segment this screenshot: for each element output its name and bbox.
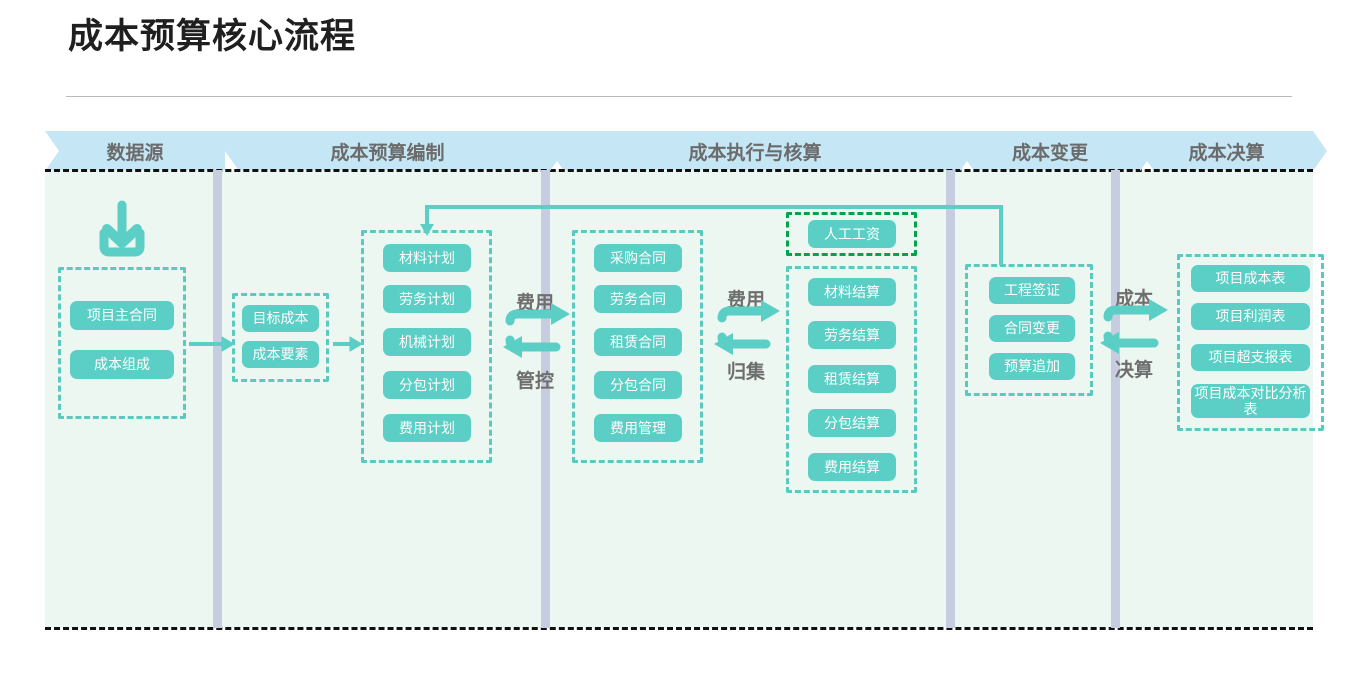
lane-top-rule [45, 169, 1313, 172]
lane-label: 成本变更 [1011, 142, 1088, 164]
cycle-label-cost: 成本 [1114, 289, 1153, 310]
pill-target-cost[interactable]: 目标成本 [242, 305, 319, 332]
group-reports [1177, 254, 1324, 431]
pill-material-plan[interactable]: 材料计划 [383, 244, 471, 272]
pill-cost-composition[interactable]: 成本组成 [70, 350, 174, 379]
pill-labor-contract[interactable]: 劳务合同 [594, 285, 682, 313]
page-title: 成本预算核心流程 [68, 17, 357, 56]
pill-budget-addition[interactable]: 预算追加 [989, 353, 1075, 380]
pill-material-settlement[interactable]: 材料结算 [808, 278, 896, 306]
pill-labor-settlement[interactable]: 劳务结算 [808, 321, 896, 349]
pill-lease-contract[interactable]: 租赁合同 [594, 328, 682, 356]
pill-expense-management[interactable]: 费用管理 [594, 414, 682, 442]
lane-label: 成本决算 [1188, 142, 1265, 164]
pill-project-overspend-report[interactable]: 项目超支报表 [1191, 344, 1310, 371]
group-changes [965, 264, 1093, 396]
title-divider [66, 96, 1292, 97]
pill-engineering-visa[interactable]: 工程签证 [989, 277, 1075, 304]
pill-cost-element[interactable]: 成本要素 [242, 341, 319, 368]
pill-subcontract-plan[interactable]: 分包计划 [383, 371, 471, 399]
pill-expense-plan[interactable]: 费用计划 [383, 414, 471, 442]
pill-subcontract-contract[interactable]: 分包合同 [594, 371, 682, 399]
pill-lease-settlement[interactable]: 租赁结算 [808, 365, 896, 393]
lane-header-data-source[interactable]: 数据源 [45, 131, 225, 171]
lane-divider-4 [1111, 170, 1120, 628]
cycle-label-collect: 归集 [726, 362, 765, 383]
lane-label: 成本执行与核算 [688, 142, 822, 164]
pill-contract-change[interactable]: 合同变更 [989, 315, 1075, 342]
group-data-source [58, 267, 186, 419]
lane-header-band: 数据源 成本预算编制 成本执行与核算 成本变更 成本决算 [45, 131, 1313, 171]
lane-header-budget[interactable]: 成本预算编制 [225, 131, 550, 171]
pill-purchase-contract[interactable]: 采购合同 [594, 244, 682, 272]
pill-project-profit-report[interactable]: 项目利润表 [1191, 303, 1310, 330]
lane-divider-1 [213, 170, 222, 628]
cycle-label-fee-2: 费用 [726, 290, 765, 311]
lane-header-execution[interactable]: 成本执行与核算 [550, 131, 960, 171]
group-settlements [786, 266, 917, 493]
lane-header-change[interactable]: 成本变更 [960, 131, 1140, 171]
pill-expense-settlement[interactable]: 费用结算 [808, 453, 896, 481]
cycle-label-fee-1: 费用 [515, 293, 554, 314]
pill-labor-wage[interactable]: 人工工资 [808, 220, 896, 248]
pill-project-cost-report[interactable]: 项目成本表 [1191, 265, 1310, 292]
pill-project-main-contract[interactable]: 项目主合同 [70, 301, 174, 330]
pill-project-cost-comparison-report[interactable]: 项目成本对比分析表 [1191, 384, 1310, 418]
cycle-label-final: 决算 [1114, 360, 1153, 381]
pill-machinery-plan[interactable]: 机械计划 [383, 328, 471, 356]
lane-divider-3 [946, 170, 955, 628]
lane-bottom-rule [45, 627, 1313, 630]
pill-labor-plan[interactable]: 劳务计划 [383, 285, 471, 313]
lane-divider-2 [541, 170, 550, 628]
lane-header-final[interactable]: 成本决算 [1140, 131, 1313, 171]
lane-label: 数据源 [106, 142, 164, 164]
lane-label: 成本预算编制 [330, 142, 445, 164]
pill-subcontract-settlement[interactable]: 分包结算 [808, 409, 896, 437]
cycle-label-control: 管控 [515, 371, 554, 392]
